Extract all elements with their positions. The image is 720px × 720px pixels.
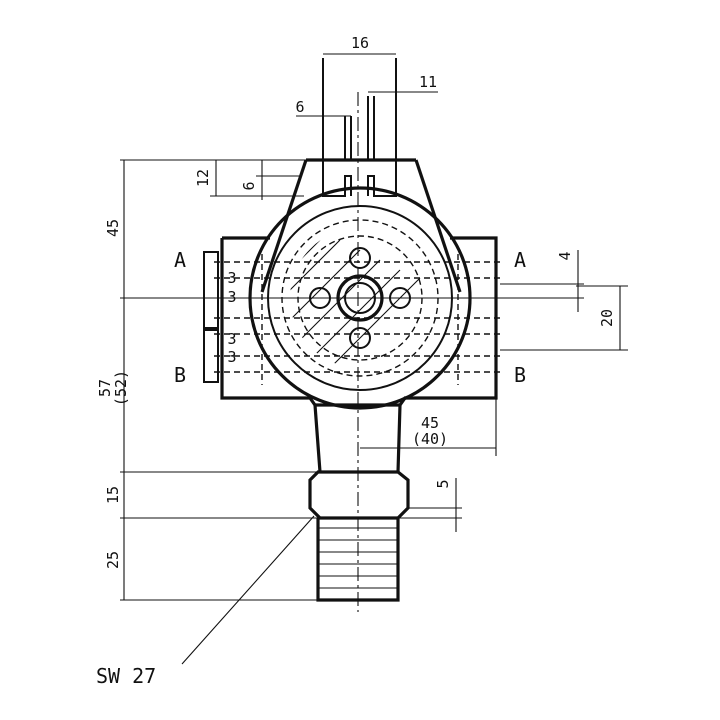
dim-3-a: 3: [227, 269, 236, 287]
dim-57: 57: [96, 379, 114, 397]
dim-12: 12: [194, 169, 212, 187]
dim-3-d: 3: [227, 348, 236, 366]
bolt-hole-top: [349, 247, 371, 269]
dim-6-top: 6: [295, 98, 304, 116]
port-label-a-left: A: [174, 248, 186, 272]
dim-4: 4: [556, 251, 574, 260]
port-label-b-left: B: [174, 363, 186, 387]
dimension-lines: 16 11 6 12 6 45 57 (52) 15 25 4: [96, 34, 628, 601]
hidden-port-lines: [214, 254, 500, 385]
dim-57-alt: (52): [112, 370, 130, 406]
dim-3-b: 3: [227, 288, 236, 306]
section-hatch: [290, 239, 421, 368]
bolt-hole-bottom: [349, 327, 371, 349]
dim-16: 16: [351, 34, 369, 52]
wrench-size-leader: SW 27: [96, 515, 315, 688]
dim-45-height: 45: [104, 219, 122, 237]
dim-25: 25: [104, 551, 122, 569]
dim-5: 5: [434, 479, 452, 488]
left-port-flange: [203, 251, 219, 383]
center-lines: [120, 92, 576, 612]
dim-20: 20: [598, 309, 616, 327]
dim-15: 15: [104, 486, 122, 504]
dim-45-offset-alt: (40): [412, 430, 448, 448]
dim-3-c: 3: [227, 330, 236, 348]
dim-11: 11: [419, 73, 437, 91]
wrench-size-label: SW 27: [96, 664, 156, 688]
port-label-b-right: B: [514, 363, 526, 387]
dim-45-offset: 45: [421, 414, 439, 432]
dim-6-left: 6: [240, 181, 258, 190]
port-label-a-right: A: [514, 248, 526, 272]
lower-outlet: [308, 404, 410, 602]
